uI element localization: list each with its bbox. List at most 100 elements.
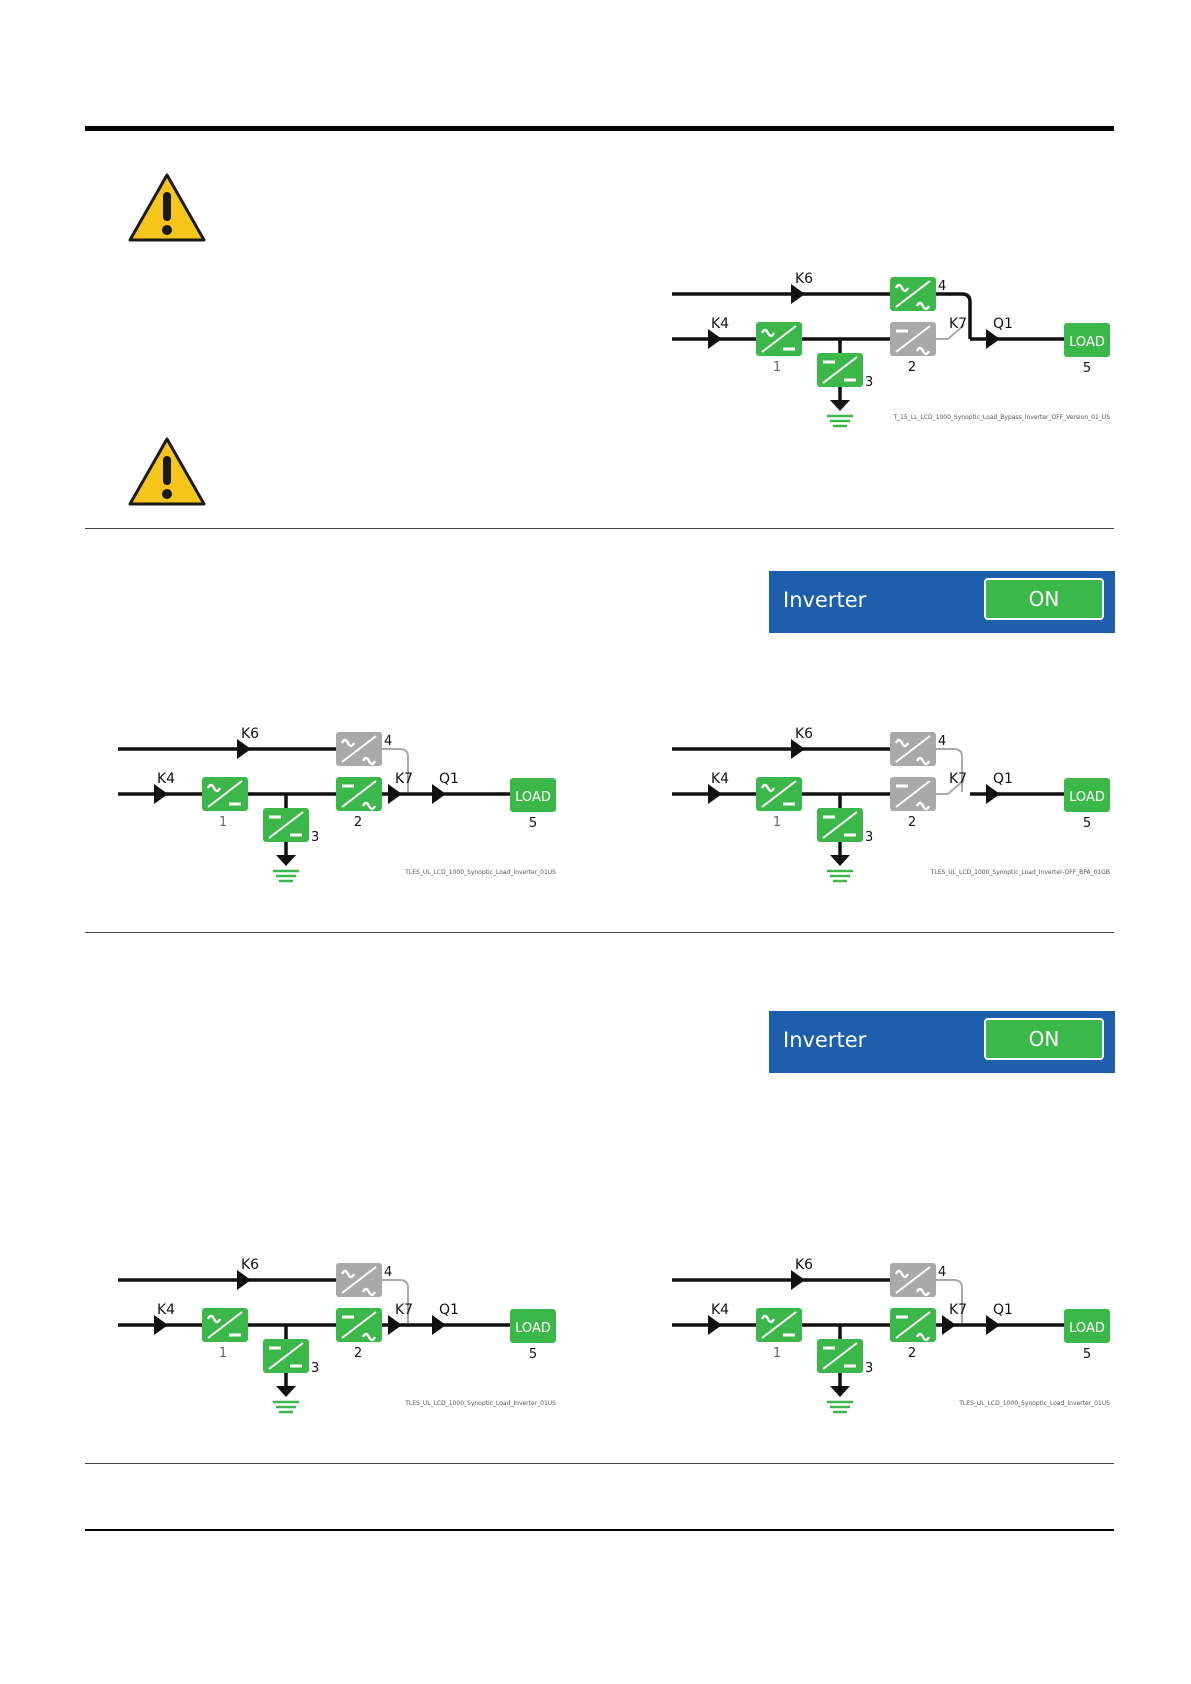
q1-label: Q1: [993, 1302, 1013, 1318]
k6-label: K6: [241, 1257, 259, 1273]
module-2-number: 2: [354, 1346, 362, 1361]
k7-label: K7: [949, 316, 967, 332]
q1-label: Q1: [993, 316, 1013, 332]
k6-label: K6: [795, 271, 813, 287]
load-number: 5: [1083, 361, 1091, 376]
converter-diagonal: [268, 1342, 304, 1370]
module-4-number: 4: [384, 734, 392, 749]
ac-wave-icon: [760, 328, 776, 338]
module-2-number: 2: [908, 1346, 916, 1361]
k6-switch: [791, 739, 805, 759]
k7-switch: [942, 1315, 956, 1335]
inverter-on-button[interactable]: ON: [984, 578, 1104, 620]
warning-icon: [128, 437, 206, 506]
k7-label: K7: [395, 1302, 413, 1318]
k4-label: K4: [711, 316, 729, 332]
bypass-output-line: [936, 292, 972, 339]
converter-diagonal: [895, 780, 931, 808]
module-4-number: 4: [384, 1265, 392, 1280]
load-box: [1064, 1309, 1110, 1343]
bypass-output-line: [936, 748, 963, 792]
load-box: [1064, 323, 1110, 357]
k7-label: K7: [395, 771, 413, 787]
converter-diagonal: [341, 780, 377, 808]
k4-label: K4: [711, 1302, 729, 1318]
module-1-number: 1: [773, 1346, 781, 1361]
k4-switch: [708, 1315, 722, 1335]
q1-switch: [432, 784, 446, 804]
ac-wave-icon: [361, 1332, 377, 1342]
bypass-module-4: [890, 277, 936, 311]
ac-wave-icon: [915, 801, 931, 811]
battery-module-3: [817, 353, 863, 387]
bypass-module-4: [890, 732, 936, 766]
converter-diagonal: [895, 1311, 931, 1339]
module-4-number: 4: [938, 1265, 946, 1280]
converter-diagonal: [268, 811, 304, 839]
k7-label: K7: [949, 1302, 967, 1318]
k7-switch: [947, 324, 965, 340]
rectifier-module-1: [756, 322, 802, 356]
diagram-caption: TLES_UL_LCD_1000_Synoptic_Load_Inverter_…: [404, 869, 556, 876]
rectifier-module-1: [756, 1308, 802, 1342]
section-divider: [85, 528, 1114, 529]
load-box: [1064, 778, 1110, 812]
module-1-number: 1: [219, 1346, 227, 1361]
q1-label: Q1: [993, 771, 1013, 787]
module-3-number: 3: [311, 830, 319, 845]
battery-arrow: [276, 1386, 296, 1397]
load-box: [510, 1309, 556, 1343]
converter-diagonal: [207, 780, 243, 808]
converter-diagonal: [761, 780, 797, 808]
ac-wave-icon: [361, 1287, 377, 1297]
module-1-number: 1: [219, 815, 227, 830]
inverter-module-2: [890, 777, 936, 811]
load-label: LOAD: [1069, 1321, 1105, 1336]
converter-diagonal: [822, 1342, 858, 1370]
converter-diagonal: [341, 1266, 377, 1294]
bypass-output-line: [382, 748, 409, 792]
k7-switch: [947, 779, 965, 795]
load-number: 5: [529, 1347, 537, 1362]
converter-diagonal: [761, 1311, 797, 1339]
ac-wave-icon: [915, 301, 931, 311]
k6-switch: [791, 1270, 805, 1290]
ac-wave-icon: [915, 346, 931, 356]
diagram-caption: T_15_LL_LCD_1000_Synoptic_Load_Bypass_In…: [893, 414, 1111, 421]
inverter-control-panel: Inverter ON: [769, 571, 1115, 633]
module-3-number: 3: [865, 375, 873, 390]
rectifier-module-1: [202, 777, 248, 811]
footer-rule: [85, 1529, 1114, 1531]
inverter-label: Inverter: [783, 588, 867, 612]
load-number: 5: [529, 816, 537, 831]
section-divider: [85, 1463, 1114, 1464]
inverter-on-button[interactable]: ON: [984, 1018, 1104, 1060]
ac-wave-icon: [915, 1332, 931, 1342]
load-number: 5: [1083, 1347, 1091, 1362]
diagram-caption: TLES_UL_LCD_1000_Synoptic_Load_Inverter_…: [958, 1400, 1110, 1407]
ac-wave-icon: [361, 801, 377, 811]
ac-wave-icon: [206, 1314, 222, 1324]
module-2-number: 2: [908, 360, 916, 375]
k6-label: K6: [795, 1257, 813, 1273]
load-box: [510, 778, 556, 812]
ac-wave-icon: [894, 283, 910, 293]
converter-diagonal: [895, 325, 931, 353]
converter-diagonal: [895, 1266, 931, 1294]
converter-diagonal: [895, 735, 931, 763]
ac-wave-icon: [760, 1314, 776, 1324]
battery-arrow: [830, 1386, 850, 1397]
converter-diagonal: [341, 1311, 377, 1339]
converter-diagonal: [761, 325, 797, 353]
q1-switch: [986, 784, 1000, 804]
ac-wave-icon: [206, 783, 222, 793]
inverter-control-panel: Inverter ON: [769, 1011, 1115, 1073]
k4-switch: [708, 784, 722, 804]
rectifier-module-1: [756, 777, 802, 811]
